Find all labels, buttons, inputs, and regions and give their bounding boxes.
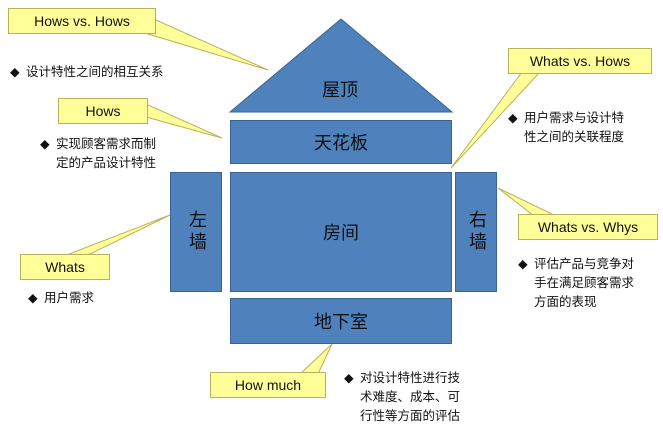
callout-hows-vs-hows: Hows vs. Hows (8, 8, 156, 34)
basement-block: 地下室 (230, 298, 452, 344)
ceiling-block: 天花板 (230, 120, 452, 164)
bullet-icon: ◆ (518, 256, 528, 271)
left-wall-block: 左墙 (170, 172, 222, 292)
note-whats-text: 用户需求 (44, 290, 95, 305)
note-whats: ◆ 用户需求 (28, 288, 94, 307)
bullet-icon: ◆ (344, 370, 354, 385)
note-whats-vs-whys-line-1: 评估产品与竞争对 (534, 256, 635, 271)
note-whats-vs-hows-line-2: 性之间的关联程度 (524, 129, 625, 144)
callout-hows: Hows (58, 98, 148, 124)
callout-whats: Whats (20, 254, 110, 280)
bullet-icon: ◆ (28, 290, 38, 305)
callout-how-much: How much (210, 372, 326, 398)
note-how-much: ◆ 对设计特性进行技 术难度、成本、可 行性等方面的评估 (344, 368, 460, 425)
bullet-icon: ◆ (10, 64, 20, 79)
note-hows-line-1: 实现顾客需求而制 (56, 136, 157, 151)
left-wall-label: 左墙 (186, 210, 207, 254)
callout-whats-vs-whys: Whats vs. Whys (518, 214, 658, 240)
note-roof-text: 设计特性之间的相互关系 (26, 64, 164, 79)
roof-shape (228, 18, 454, 113)
roof-label: 屋顶 (322, 80, 358, 101)
note-whats-vs-whys-line-2: 手在满足顾客需求 (534, 275, 635, 290)
callout-whats-vs-hows: Whats vs. Hows (508, 48, 652, 74)
right-wall-block: 右墙 (455, 172, 497, 292)
room-label: 房间 (323, 223, 359, 244)
note-how-much-line-3: 行性等方面的评估 (360, 408, 461, 423)
basement-label: 地下室 (314, 312, 368, 333)
note-whats-vs-whys-line-3: 方面的表现 (534, 294, 597, 309)
note-whats-vs-whys: ◆ 评估产品与竞争对 手在满足顾客需求 方面的表现 (518, 254, 634, 311)
note-how-much-line-1: 对设计特性进行技 (360, 370, 461, 385)
ceiling-label: 天花板 (314, 133, 368, 154)
note-whats-vs-hows: ◆ 用户需求与设计特 性之间的关联程度 (508, 108, 624, 146)
leader-whats-vs-whys (497, 187, 557, 217)
note-hows-line-2: 定的产品设计特性 (56, 155, 157, 170)
leader-how-much (298, 343, 333, 375)
leader-whats (63, 214, 171, 257)
note-how-much-line-2: 术难度、成本、可 (360, 389, 461, 404)
note-whats-vs-hows-line-1: 用户需求与设计特 (524, 110, 625, 125)
room-block: 房间 (230, 172, 452, 292)
right-wall-label: 右墙 (466, 210, 487, 254)
bullet-icon: ◆ (40, 136, 50, 151)
bullet-icon: ◆ (508, 110, 518, 125)
note-roof: ◆ 设计特性之间的相互关系 (10, 62, 164, 81)
note-hows: ◆ 实现顾客需求而制 定的产品设计特性 (40, 134, 156, 172)
